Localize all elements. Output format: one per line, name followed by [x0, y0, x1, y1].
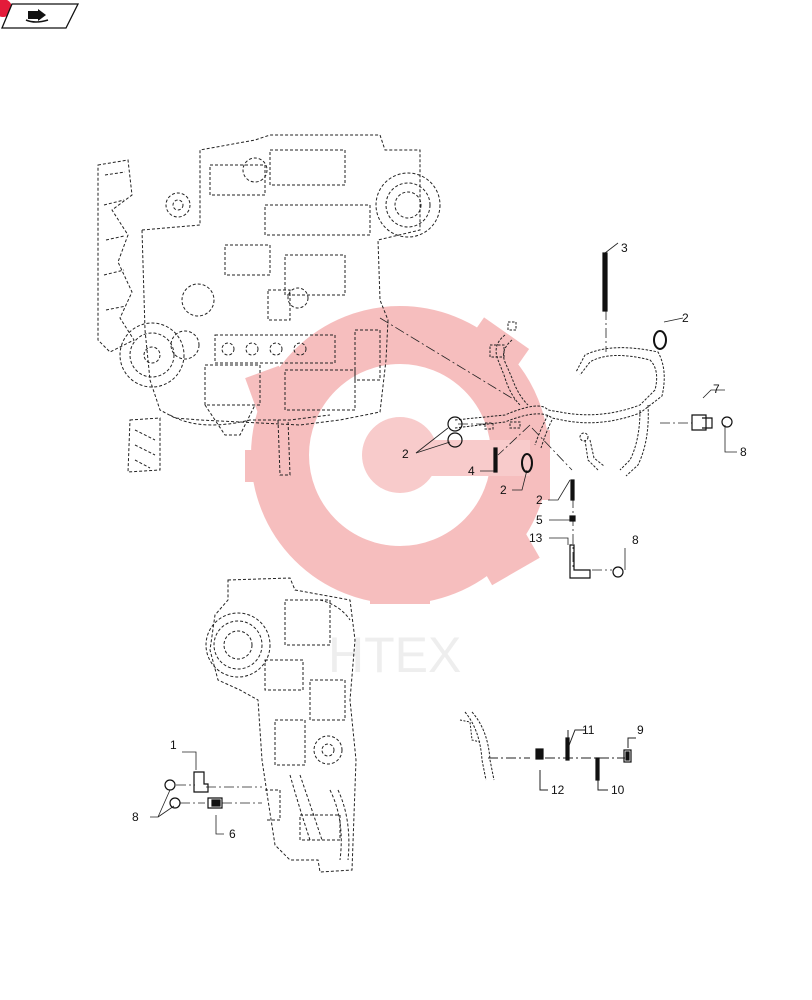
connector-detail	[459, 711, 636, 791]
nav-badge[interactable]	[0, 0, 80, 30]
callout-2: 2	[682, 311, 689, 325]
callouts: 3 2 7 8 2 4 2 2 5 13 8 1 8 6 11 9 12 10	[132, 241, 747, 841]
part-5	[569, 515, 576, 522]
part-8a	[721, 416, 733, 428]
part-13	[569, 544, 591, 579]
watermark-text: HTEX	[328, 627, 461, 683]
callout-6: 6	[229, 827, 236, 841]
upper-engine-assembly	[97, 134, 441, 476]
callout-7: 7	[713, 382, 720, 396]
part-12	[535, 748, 544, 760]
part-8b	[612, 566, 624, 578]
callout-2: 2	[500, 483, 507, 497]
lower-engine-assembly	[205, 577, 357, 873]
leader-lines-lower	[150, 751, 262, 835]
part-2-strip	[570, 479, 575, 501]
callout-2: 2	[402, 447, 409, 461]
callout-13: 13	[529, 531, 543, 545]
part-1	[193, 771, 209, 793]
callout-10: 10	[611, 783, 625, 797]
callout-4: 4	[468, 464, 475, 478]
callout-8: 8	[740, 445, 747, 459]
part-11	[565, 737, 570, 761]
part-3	[602, 252, 608, 312]
part-8d	[169, 797, 181, 809]
callout-1: 1	[170, 738, 177, 752]
callout-9: 9	[637, 723, 644, 737]
upper-parts	[447, 252, 733, 579]
part-4	[493, 447, 498, 473]
part-8c	[164, 779, 176, 791]
lower-parts	[164, 771, 223, 809]
leader-lines-upper	[379, 242, 737, 571]
part-2-ring-b	[447, 432, 463, 448]
part-9	[623, 749, 632, 763]
callout-8: 8	[632, 533, 639, 547]
part-2-ring-a	[447, 416, 463, 432]
part-7	[691, 414, 707, 431]
callout-3: 3	[621, 241, 628, 255]
callout-5: 5	[536, 513, 543, 527]
part-2-grommet-b	[521, 453, 533, 473]
callout-12: 12	[551, 783, 565, 797]
connector-parts	[535, 737, 632, 781]
main-wiring-harness	[454, 321, 665, 477]
watermark-logo: HTEX	[245, 306, 550, 683]
callout-2: 2	[536, 493, 543, 507]
part-6	[207, 797, 223, 809]
part-10	[595, 757, 600, 781]
callout-8: 8	[132, 810, 139, 824]
book-arrow-icon[interactable]	[25, 9, 49, 23]
part-2-grommet	[653, 330, 667, 350]
callout-11: 11	[582, 723, 595, 737]
